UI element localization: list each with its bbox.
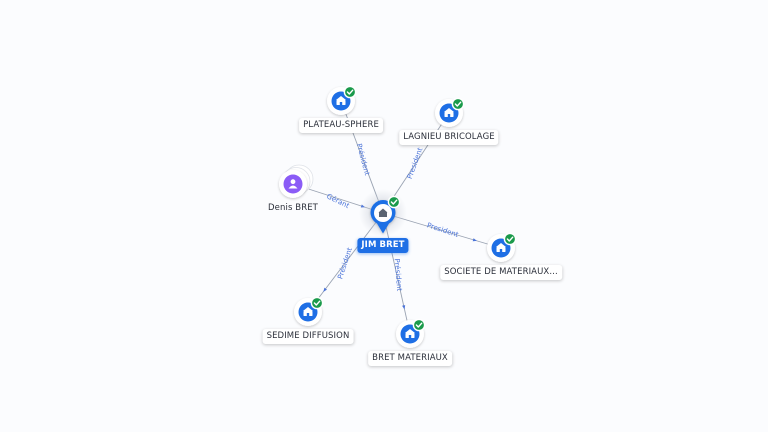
edge-arrow-icon bbox=[402, 305, 406, 310]
building-icon bbox=[378, 208, 388, 217]
check-badge-icon bbox=[310, 296, 324, 310]
person-icon bbox=[288, 179, 298, 189]
node-bretmat[interactable] bbox=[396, 318, 426, 348]
check-badge-icon bbox=[503, 232, 517, 246]
node-label[interactable]: Denis BRET bbox=[268, 203, 318, 213]
check-badge-icon bbox=[451, 97, 465, 111]
node-plateau[interactable] bbox=[327, 85, 357, 115]
node-label[interactable]: PLATEAU-SPHERE bbox=[299, 118, 383, 133]
node-lagnieu[interactable] bbox=[435, 97, 465, 127]
edge-label: Président bbox=[355, 143, 371, 177]
node-societe[interactable] bbox=[487, 232, 517, 262]
edge-label: Président bbox=[336, 246, 354, 280]
building-icon bbox=[496, 243, 506, 252]
building-icon bbox=[444, 108, 454, 117]
node-label[interactable]: SEDIME DIFFUSION bbox=[262, 329, 354, 344]
building-icon bbox=[405, 329, 415, 338]
building-icon bbox=[303, 307, 313, 316]
center-node-label[interactable]: JIM BRET bbox=[357, 238, 409, 253]
node-denis[interactable] bbox=[279, 164, 314, 198]
nodes-layer bbox=[279, 85, 517, 348]
building-icon bbox=[336, 96, 346, 105]
edge-label: Gérant bbox=[325, 192, 350, 210]
edge-label: President bbox=[426, 221, 460, 239]
edge-label: President bbox=[406, 146, 425, 180]
edge-label: Président bbox=[393, 258, 404, 291]
node-label[interactable]: SOCIETE DE MATERIAUX... bbox=[440, 265, 562, 280]
node-label[interactable]: LAGNIEU BRICOLAGE bbox=[399, 130, 499, 145]
node-label[interactable]: BRET MATERIAUX bbox=[368, 351, 452, 366]
node-jim[interactable] bbox=[359, 189, 407, 237]
check-badge-icon bbox=[412, 318, 426, 332]
check-badge-icon bbox=[343, 85, 357, 99]
edge-arrow-icon bbox=[472, 238, 477, 242]
node-sedime[interactable] bbox=[294, 296, 324, 326]
edge-arrow-icon bbox=[323, 287, 327, 292]
check-badge-icon bbox=[387, 195, 401, 209]
